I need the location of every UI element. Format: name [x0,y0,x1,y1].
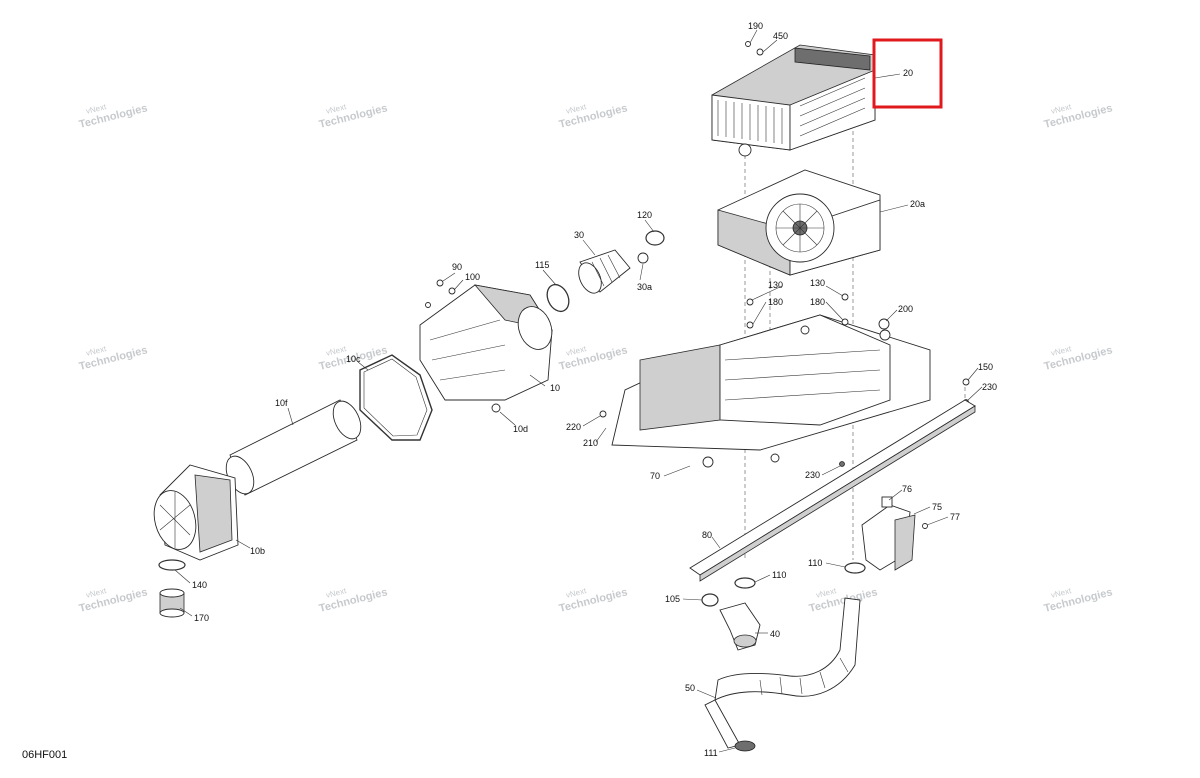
hose-part-50[interactable] [704,597,861,749]
watermark: vNext Technologies [558,586,629,615]
callout-180-left[interactable]: 180 [768,297,783,307]
clamp-part-111[interactable] [734,740,756,752]
clamp-part-120[interactable] [645,230,665,246]
callout-110-left[interactable]: 110 [772,570,786,580]
intercooler-part-20[interactable] [711,41,876,157]
watermark: vNext Technologies [78,102,149,131]
callout-10[interactable]: 10 [550,383,560,393]
boot-part-30[interactable] [574,249,631,297]
callout-150[interactable]: 150 [978,362,993,372]
callout-130-right[interactable]: 130 [810,278,825,288]
rail-part-80[interactable] [689,399,976,582]
leader-lines [174,29,983,753]
air-filter-part-10f[interactable] [221,397,367,498]
callout-77[interactable]: 77 [950,512,960,522]
support-tray-part-70[interactable] [611,314,931,468]
filter-housing-part-10b[interactable] [148,464,239,561]
callout-10b[interactable]: 10b [250,546,265,556]
callout-210[interactable]: 210 [583,438,598,448]
callout-230-top[interactable]: 230 [982,382,997,392]
callout-110-right[interactable]: 110 [808,558,822,568]
watermark: vNext Technologies [558,344,629,373]
callout-labels: 190 450 20 20a 120 30 30a 115 90 100 10 … [192,21,997,758]
watermark: vNext Technologies [78,586,149,615]
clamp-part-140[interactable] [158,559,186,571]
watermark: vNext Technologies [1043,586,1114,615]
callout-75[interactable]: 75 [932,502,942,512]
highlight-box-callout-20 [872,38,943,109]
watermark: vNext Technologies [558,102,629,131]
diagram-code: 06HF001 [22,749,67,761]
callout-115[interactable]: 115 [535,260,549,270]
callout-80[interactable]: 80 [702,530,712,540]
airbox-part-10[interactable] [419,284,558,401]
clamp-part-110a[interactable] [734,577,756,589]
callout-76[interactable]: 76 [902,484,912,494]
watermark: vNext Technologies [318,102,389,131]
part-30a[interactable] [637,252,649,264]
sleeve-part-170[interactable] [159,588,185,618]
callout-130-left[interactable]: 130 [768,280,783,290]
callout-30a[interactable]: 30a [637,282,652,292]
watermark: vNext Technologies [318,586,389,615]
callout-111[interactable]: 111 [704,748,718,758]
callout-40[interactable]: 40 [770,629,780,639]
callout-100[interactable]: 100 [465,272,480,282]
callout-20a[interactable]: 20a [910,199,925,209]
callout-10d[interactable]: 10d [513,424,528,434]
clamp-part-105[interactable] [701,593,719,607]
callout-10c[interactable]: 10c [346,354,361,364]
fan-shroud-part-20a[interactable] [717,169,881,276]
callout-70[interactable]: 70 [650,471,660,481]
watermark: vNext Technologies [808,586,879,615]
callout-90[interactable]: 90 [452,262,462,272]
callout-50[interactable]: 50 [685,683,695,693]
callout-220[interactable]: 220 [566,422,581,432]
clamp-part-110b[interactable] [844,562,866,574]
elbow-part-40[interactable] [719,602,761,651]
callout-450[interactable]: 450 [773,31,788,41]
watermark: vNext Technologies [78,344,149,373]
callout-140[interactable]: 140 [192,580,207,590]
fasteners [425,279,970,467]
callout-10f[interactable]: 10f [275,398,288,408]
callout-190[interactable]: 190 [748,21,763,31]
callout-120[interactable]: 120 [637,210,652,220]
callout-170[interactable]: 170 [194,613,209,623]
clamp-part-115[interactable] [543,281,573,315]
bracket-part-75[interactable] [861,496,928,571]
callout-230-bottom[interactable]: 230 [805,470,820,480]
gasket-part-10c[interactable] [359,354,433,441]
callout-105[interactable]: 105 [665,594,680,604]
callout-30[interactable]: 30 [574,230,584,240]
watermark: vNext Technologies [1043,344,1114,373]
callout-180-right[interactable]: 180 [810,297,825,307]
callout-20[interactable]: 20 [903,68,913,78]
watermark: vNext Technologies [1043,102,1114,131]
callout-200[interactable]: 200 [898,304,913,314]
